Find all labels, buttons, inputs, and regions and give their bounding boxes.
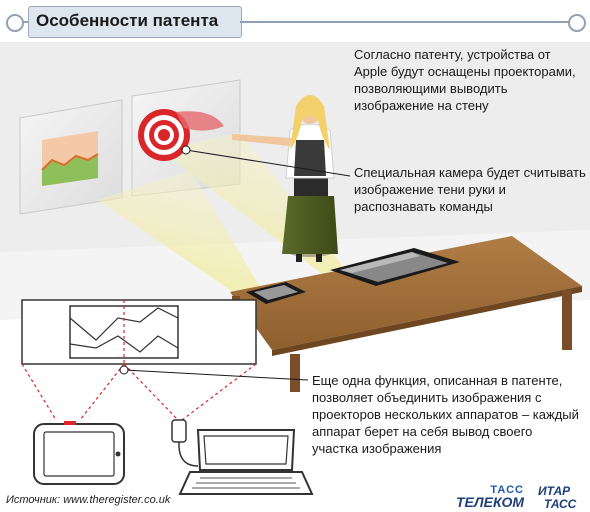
hand-shadow	[176, 111, 224, 131]
logo-tass-top: ТАСС	[490, 484, 524, 496]
beam-line	[21, 363, 57, 421]
source-credit: Источник: www.theregister.co.uk	[6, 494, 171, 506]
laptop-outline-icon	[178, 429, 314, 495]
projector-beam-left	[98, 170, 262, 298]
table-leg-front-left	[290, 354, 300, 392]
tass-telecom-logo: ТАСС ТЕЛЕКОМ	[448, 484, 524, 510]
mini-chart-line	[41, 153, 99, 171]
callout-line-camera	[185, 149, 351, 177]
beam-line	[123, 363, 179, 421]
itar-tass-logo: ИТАР ТАСС	[532, 484, 590, 512]
callout-projectors: Согласно патенту, устройства от Apple бу…	[354, 47, 576, 113]
beam-line	[181, 363, 257, 421]
logo-tass-bottom: ТЕЛЕКОМ	[456, 494, 524, 510]
table-top	[230, 236, 582, 350]
projector-outline-icon	[171, 419, 199, 467]
header-divider	[240, 21, 570, 23]
table-leg-front-right	[562, 290, 572, 350]
tablet-device	[330, 248, 460, 286]
callout-combine: Еще одна функция, описанная в патенте, п…	[312, 373, 579, 456]
header-left-circle-icon	[6, 14, 24, 32]
phone-device	[246, 282, 306, 304]
target-icon	[138, 109, 190, 161]
tablet-outline-icon	[33, 421, 125, 485]
callout-camera: Специальная камера будет считывать изобр…	[354, 165, 586, 214]
title-pill	[28, 6, 242, 38]
header-right-circle-icon	[568, 14, 586, 32]
callout-line-combine	[123, 369, 309, 381]
logo-itar-top: ИТАР	[538, 484, 571, 498]
combined-chart-line-2	[69, 335, 179, 353]
presenter-figure	[232, 95, 338, 262]
callout-marker-combine	[119, 365, 129, 375]
callout-marker-camera	[181, 145, 191, 155]
page-title: Особенности патента	[36, 11, 219, 30]
combined-chart-line-1	[69, 307, 179, 341]
header-left-line	[22, 21, 30, 23]
table-edge	[272, 286, 582, 356]
title-bar: Особенности патента	[0, 0, 590, 40]
logo-itar-bottom: ТАСС	[544, 497, 577, 511]
beam-line	[79, 363, 125, 421]
